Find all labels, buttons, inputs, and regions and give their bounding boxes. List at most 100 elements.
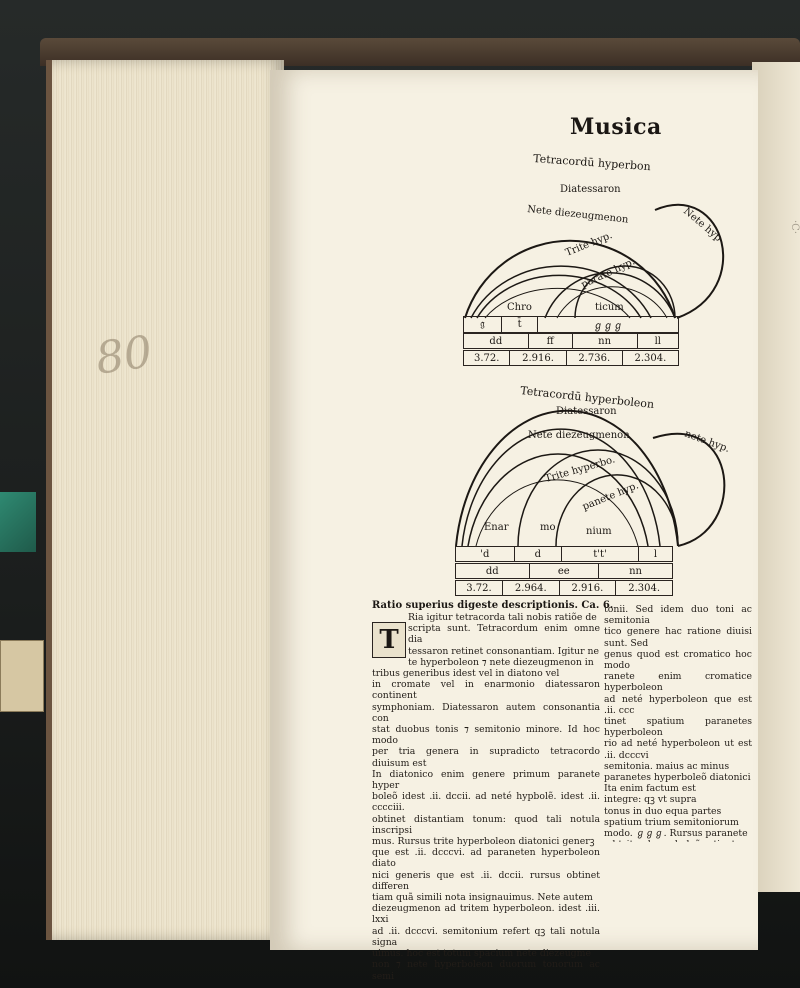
arc-nete-hyp: [652, 432, 726, 547]
text-line: Ita enim factum est: [604, 783, 696, 795]
text-line: tonus in duo equa partes: [604, 805, 722, 817]
text-line: in cromate vel in enarmonio diatessaron …: [372, 679, 600, 702]
text-line: scripta sunt. Tetracordum enim omne dia: [408, 623, 600, 646]
arc-label-trite: Trite hyp.: [564, 230, 614, 259]
text-line: tribus generibus idest vel in diatono ve…: [372, 668, 560, 680]
text-line: ad neté hyperboleon que est .ii. ccc: [604, 693, 752, 716]
segment-label: mo: [540, 522, 556, 533]
text-line: obtinet distantiam tonum: quod tali notu…: [372, 813, 600, 836]
bottom-arc-diagram: Tetracordū hyperboleon Diatessaron Nete …: [455, 384, 731, 547]
table-cell: ff: [527, 333, 573, 349]
table-cell: ee: [528, 563, 600, 579]
text-line: In diatonico enim genere primum paranete…: [372, 768, 600, 792]
top-notes-table: 𝔤 t̄ ℊℊℊ: [463, 316, 679, 333]
top-numbers-table: 3.72. 2.916. 2.736. 2.304.: [462, 350, 680, 366]
text-line: symphoniam. Diatessaron autem consonanti…: [372, 701, 600, 724]
text-line: diezeugmenon ad tritem hyperboleon. ides…: [372, 903, 600, 926]
table-cell: t't': [561, 546, 639, 562]
text-line: Ria igitur tetracorda tali nobis ratiõe …: [408, 612, 597, 623]
arc-trite: [517, 449, 679, 547]
table-cell: ℊℊℊ: [537, 316, 679, 333]
arc-nete-diezeugmenon: [467, 453, 649, 547]
text-line: uimus. hoc est totum spacium nete diezeu…: [372, 948, 591, 960]
text-line: non ⁊ nete hyperboleon duorum tonorum ac…: [372, 959, 600, 982]
table-cell: dd: [463, 333, 529, 349]
table-cell: dd: [455, 563, 530, 579]
text-line: rio ad neté hyperboleon ut est .ii. dccc…: [604, 738, 752, 761]
text-line: boleõ idest .ii. dccii. ad neté hypbolẽ.…: [372, 791, 600, 814]
paper-bookmark: [0, 640, 44, 712]
running-head: Musica: [570, 114, 662, 140]
text-line: mus. Rursus trite hyperboleon diatonici …: [372, 836, 595, 848]
text-line: tiam quã simili nota insignauimus. Nete …: [372, 892, 593, 904]
text-line: integre: qꝫ vt supra: [604, 794, 697, 806]
segment-label: Enar: [484, 522, 509, 533]
arc-diatessaron: [470, 265, 652, 319]
text-line: ad .ii. dcccvi. semitonium refert qꝫ tal…: [372, 925, 600, 948]
text-line: semitonia. maius ac minus: [604, 760, 730, 772]
text-line: tinet spatium paranetes hyperboleon: [604, 716, 752, 739]
table-cell: nn: [571, 333, 638, 349]
text-line: que est .ii. dcccvi. ad paraneten hyperb…: [372, 847, 600, 870]
table-cell: 𝔤: [463, 316, 502, 333]
text-line: paranetes hyperboleõ diatonici: [604, 772, 751, 784]
text-line: nici generis que est .ii. dccii. rursus …: [372, 869, 600, 892]
table-cell: 2.916.: [558, 580, 617, 596]
table-cell: 2.304.: [621, 350, 680, 366]
handwritten-edge-mark: 80: [92, 326, 156, 385]
arc-nete-diezeugmenon: [476, 274, 642, 319]
arc-label-parate: parate hyp.: [580, 256, 637, 290]
text-line: genus quod est cromatico hoc modo: [604, 648, 752, 672]
arc-label-tetracord: Tetracordū hyperbon: [533, 152, 651, 173]
segment-label: nium: [586, 526, 612, 537]
segment-label: Chro: [507, 302, 532, 313]
text-line: per tria genera in supradicto tetracordo…: [372, 746, 600, 769]
book-page: [270, 70, 758, 950]
facing-page-edge: [752, 62, 800, 892]
arc-diatessaron: [461, 428, 661, 547]
arc-tetracord: [464, 239, 676, 319]
facing-page-fragment: ·C·: [789, 220, 800, 235]
arc-label-diatessaron: Diatessaron: [560, 184, 621, 195]
bottom-notes-table: 'd d t't' l: [455, 546, 674, 562]
text-line: ad triten hyperboleõ retinet: [604, 839, 752, 842]
arc-panete: [555, 474, 679, 547]
table-cell: ll: [636, 333, 680, 349]
table-cell: 2.304.: [615, 580, 673, 596]
table-cell: t̄: [500, 316, 539, 333]
arc-label-nete: Nete diezeugmenon: [527, 204, 630, 226]
bottom-letters-table: dd ee nn: [455, 563, 673, 579]
table-cell: 2.964.: [501, 580, 560, 596]
table-cell: 2.916.: [509, 350, 567, 366]
table-cell: 3.72.: [462, 350, 511, 366]
table-cell: 'd: [455, 546, 515, 562]
text-line: tonii. Sed idem duo toni ac semitonia: [604, 604, 752, 627]
top-letters-table: dd ff nn ll: [463, 333, 680, 349]
arc-tetracord: [455, 409, 679, 547]
decorated-initial: T: [372, 622, 406, 658]
text-line: ranete enim cromatice hyperboleon: [604, 671, 752, 694]
text-line: stat duobus tonis ⁊ semitonio minore. Id…: [372, 724, 600, 747]
table-cell: 3.72.: [455, 580, 503, 596]
text-line: te hyperboleon ⁊ nete diezeugmenon in: [408, 656, 594, 668]
table-cell: nn: [598, 563, 673, 579]
arc-label-panete: panete hyp.: [581, 480, 640, 512]
text-line: modo. ℊℊℊ. Rursus paranete: [604, 828, 748, 840]
left-text-column: Ria igitur tetracorda tali nobis ratiõe …: [372, 612, 600, 982]
segment-label: ticum: [595, 302, 624, 313]
arc-label-diatessaron: Diatessaron: [556, 406, 617, 417]
arc-label-nete-hyp: nete hyp.: [683, 428, 731, 454]
arc-trite: [544, 272, 676, 319]
chapter-heading: Ratio superius digeste descriptionis. Ca…: [372, 600, 614, 611]
green-strip: [0, 492, 36, 552]
table-cell: d: [513, 546, 563, 562]
table-cell: 2.736.: [565, 350, 623, 366]
book-fore-edge: [46, 60, 284, 940]
arc-nete-hyp: [654, 203, 725, 319]
arc-label-trite: Trite hyperbo.: [544, 454, 617, 485]
text-line: tessaron retinet consonantiam. Igitur ne: [408, 645, 600, 657]
top-arc-diagram: Tetracordū hyperbon Diatessaron Nete die…: [464, 152, 725, 319]
table-cell: l: [637, 546, 674, 562]
arc-label-nete: Nete diezeugmenon: [528, 430, 630, 441]
